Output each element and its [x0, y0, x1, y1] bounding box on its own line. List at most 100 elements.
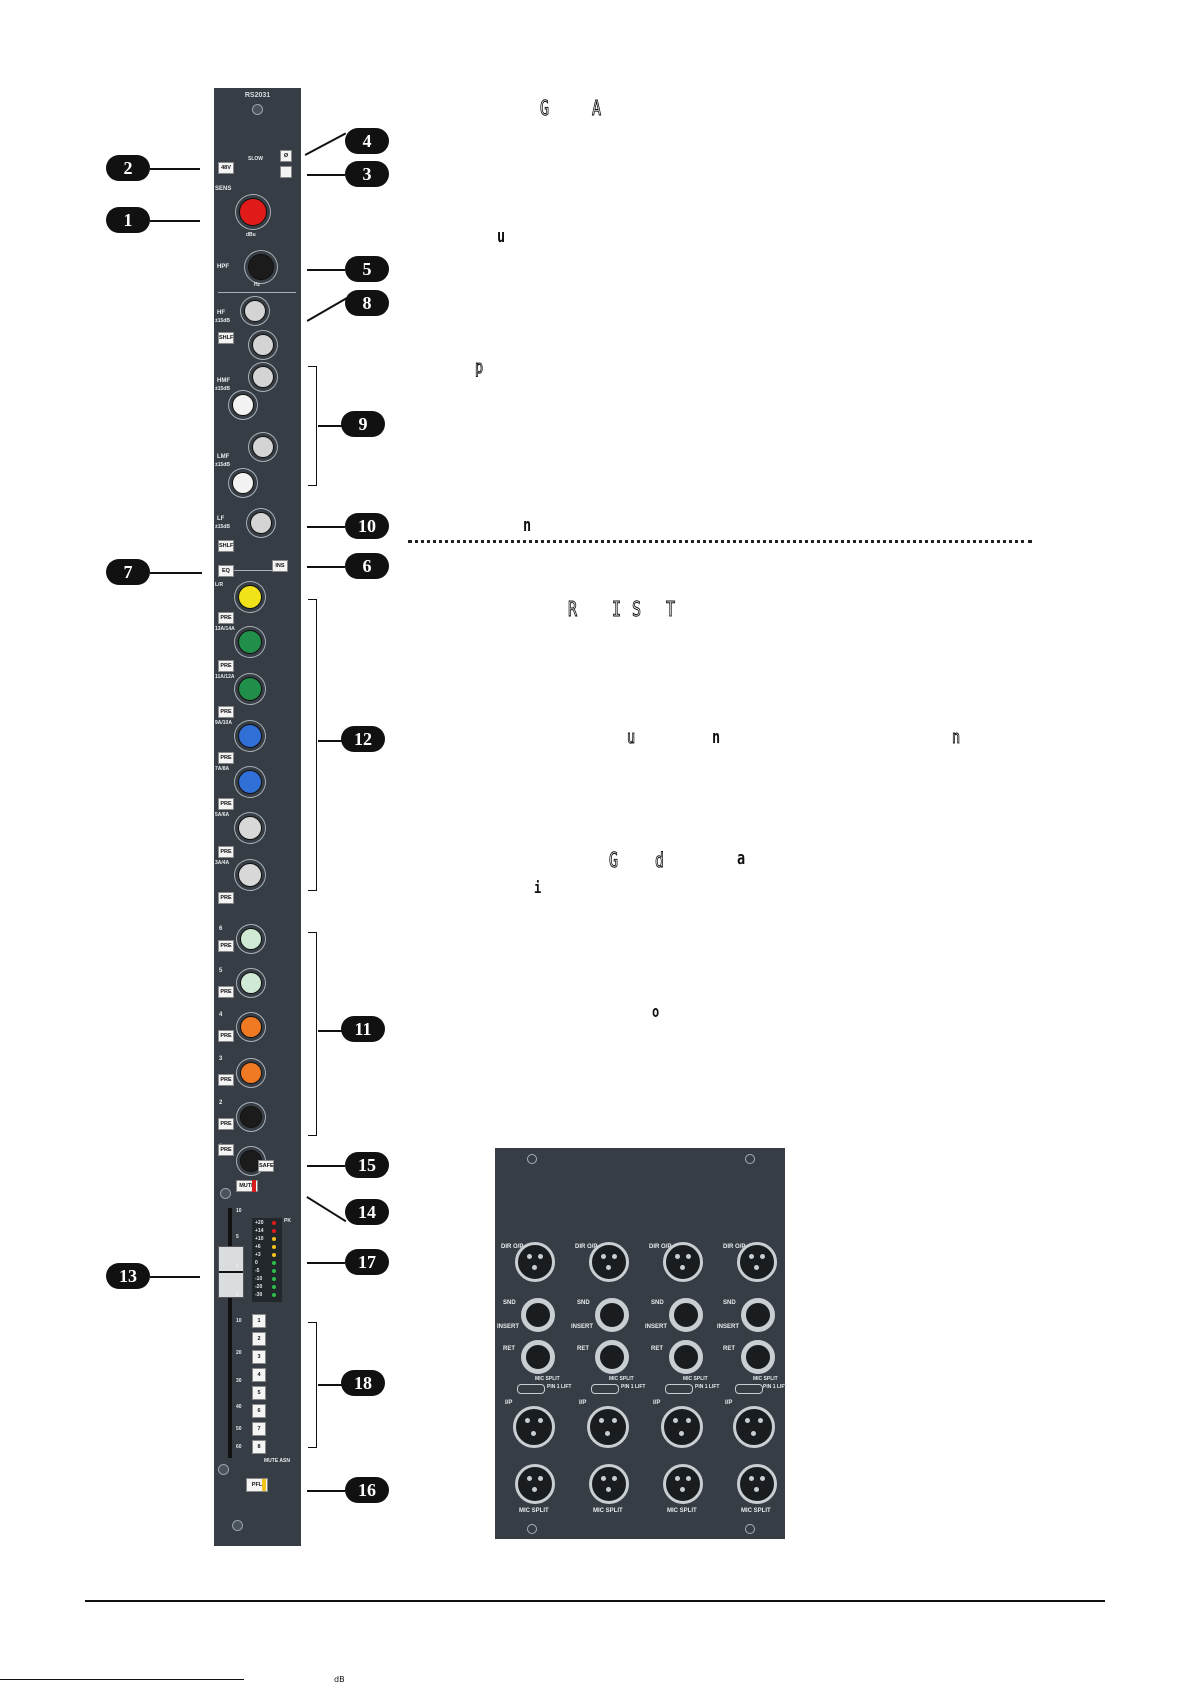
insert-send-jack[interactable] [741, 1298, 775, 1332]
mono-send-knob[interactable] [240, 928, 262, 950]
meter-label: +10 [255, 1236, 264, 1242]
stereo-send-knob[interactable] [238, 630, 262, 654]
lf-shelf-button[interactable]: SHLF [218, 540, 234, 552]
lmf-gain-knob[interactable] [232, 472, 254, 494]
mono-send-knob[interactable] [240, 1016, 262, 1038]
lf-knob[interactable] [250, 512, 272, 534]
mic-split-xlr[interactable] [589, 1464, 629, 1504]
hpf-label: HPF [217, 264, 229, 270]
input-sensitivity-knob[interactable] [239, 198, 267, 226]
hpf-unit: Hz [254, 282, 261, 288]
phase-button[interactable]: Ø [280, 150, 292, 162]
mic-split-switch[interactable] [665, 1384, 693, 1394]
dir-out-xlr[interactable] [589, 1242, 629, 1282]
mic-split-xlr[interactable] [515, 1464, 555, 1504]
route-button[interactable]: 6 [252, 1404, 266, 1418]
lmf-freq-knob[interactable] [252, 436, 274, 458]
insert-send-jack[interactable] [669, 1298, 703, 1332]
fader-scale-label: 10 [236, 1208, 242, 1214]
dir-out-xlr[interactable] [663, 1242, 703, 1282]
insert-return-jack[interactable] [669, 1340, 703, 1374]
pre-button[interactable]: PRE [218, 660, 234, 672]
route-button[interactable]: 4 [252, 1368, 266, 1382]
footer-mark: dB [334, 1675, 345, 1684]
mic-input-xlr[interactable] [587, 1406, 629, 1448]
pre-button[interactable]: PRE [218, 1118, 234, 1130]
hmf-freq-knob[interactable] [252, 366, 274, 388]
meter-led [272, 1237, 276, 1241]
insert-return-jack[interactable] [741, 1340, 775, 1374]
mic-split-label: MIC SPLIT [667, 1508, 697, 1514]
lf-label: LF [217, 516, 225, 522]
leader-line [150, 572, 202, 574]
insert-return-jack[interactable] [521, 1340, 555, 1374]
insert-button[interactable]: INS [272, 560, 288, 572]
pre-button[interactable]: PRE [218, 986, 234, 998]
mic-split-label: MIC SPLIT [519, 1508, 549, 1514]
mic-input-xlr[interactable] [733, 1406, 775, 1448]
pre-button[interactable]: PRE [218, 706, 234, 718]
callout-16: 16 [345, 1477, 389, 1503]
section-divider [408, 540, 1032, 543]
route-button[interactable]: 1 [252, 1314, 266, 1328]
mic-split-xlr[interactable] [663, 1464, 703, 1504]
fader-scale-label: 40 [236, 1404, 242, 1410]
callout-14: 14 [345, 1199, 389, 1225]
stereo-send-knob[interactable] [238, 863, 262, 887]
route-button[interactable]: 5 [252, 1386, 266, 1400]
slow-button[interactable] [280, 166, 292, 178]
pre-button[interactable]: PRE [218, 1144, 234, 1156]
stereo-send-knob[interactable] [238, 677, 262, 701]
hf-shelf-button[interactable]: SHLF [218, 332, 234, 344]
bracket-stem [318, 425, 342, 427]
eq-button[interactable]: EQ [218, 565, 234, 577]
fader-cap[interactable] [218, 1246, 244, 1298]
hmf-gain-knob[interactable] [232, 394, 254, 416]
route-button[interactable]: 8 [252, 1440, 266, 1454]
stereo-send-knob[interactable] [238, 724, 262, 748]
pre-button[interactable]: PRE [218, 892, 234, 904]
stereo-send-knob[interactable] [238, 585, 262, 609]
mic-split-xlr[interactable] [737, 1464, 777, 1504]
insert-return-jack[interactable] [595, 1340, 629, 1374]
insert-send-jack[interactable] [595, 1298, 629, 1332]
pre-button[interactable]: PRE [218, 752, 234, 764]
dir-op-label: DIR O/P [723, 1244, 746, 1250]
mic-split-switch[interactable] [517, 1384, 545, 1394]
mono-send-knob[interactable] [240, 1106, 262, 1128]
hpf-knob[interactable] [248, 254, 274, 280]
mic-split-switch[interactable] [591, 1384, 619, 1394]
insert-send-jack[interactable] [521, 1298, 555, 1332]
mic-input-xlr[interactable] [513, 1406, 555, 1448]
meter-led [272, 1253, 276, 1257]
route-button[interactable]: 2 [252, 1332, 266, 1346]
pre-button[interactable]: PRE [218, 846, 234, 858]
mono-send-knob[interactable] [240, 1062, 262, 1084]
return-label: RET [577, 1346, 589, 1352]
meter-led [272, 1277, 276, 1281]
mic-split-switch[interactable] [735, 1384, 763, 1394]
dir-out-xlr[interactable] [515, 1242, 555, 1282]
footer-rule [85, 1600, 1105, 1602]
hf-freq-knob[interactable] [252, 334, 274, 356]
screw-icon [220, 1188, 231, 1199]
stereo-send-knob[interactable] [238, 770, 262, 794]
pre-button[interactable]: PRE [218, 612, 234, 624]
pin1-lift-label: PIN 1 LIFT [621, 1384, 646, 1390]
callout-4: 4 [345, 128, 389, 154]
route-button[interactable]: 3 [252, 1350, 266, 1364]
route-button[interactable]: 7 [252, 1422, 266, 1436]
leader-line [307, 1165, 345, 1167]
pre-button[interactable]: PRE [218, 1074, 234, 1086]
pre-button[interactable]: PRE [218, 798, 234, 810]
pre-button[interactable]: PRE [218, 1030, 234, 1042]
pre-button[interactable]: PRE [218, 940, 234, 952]
mono-send-knob[interactable] [240, 972, 262, 994]
phantom-power-button[interactable]: 48V [218, 162, 234, 174]
dir-out-xlr[interactable] [737, 1242, 777, 1282]
mic-input-xlr[interactable] [661, 1406, 703, 1448]
stereo-send-knob[interactable] [238, 816, 262, 840]
meter-led [272, 1221, 276, 1225]
safe-button[interactable]: SAFE [258, 1160, 274, 1172]
hf-gain-knob[interactable] [244, 300, 266, 322]
